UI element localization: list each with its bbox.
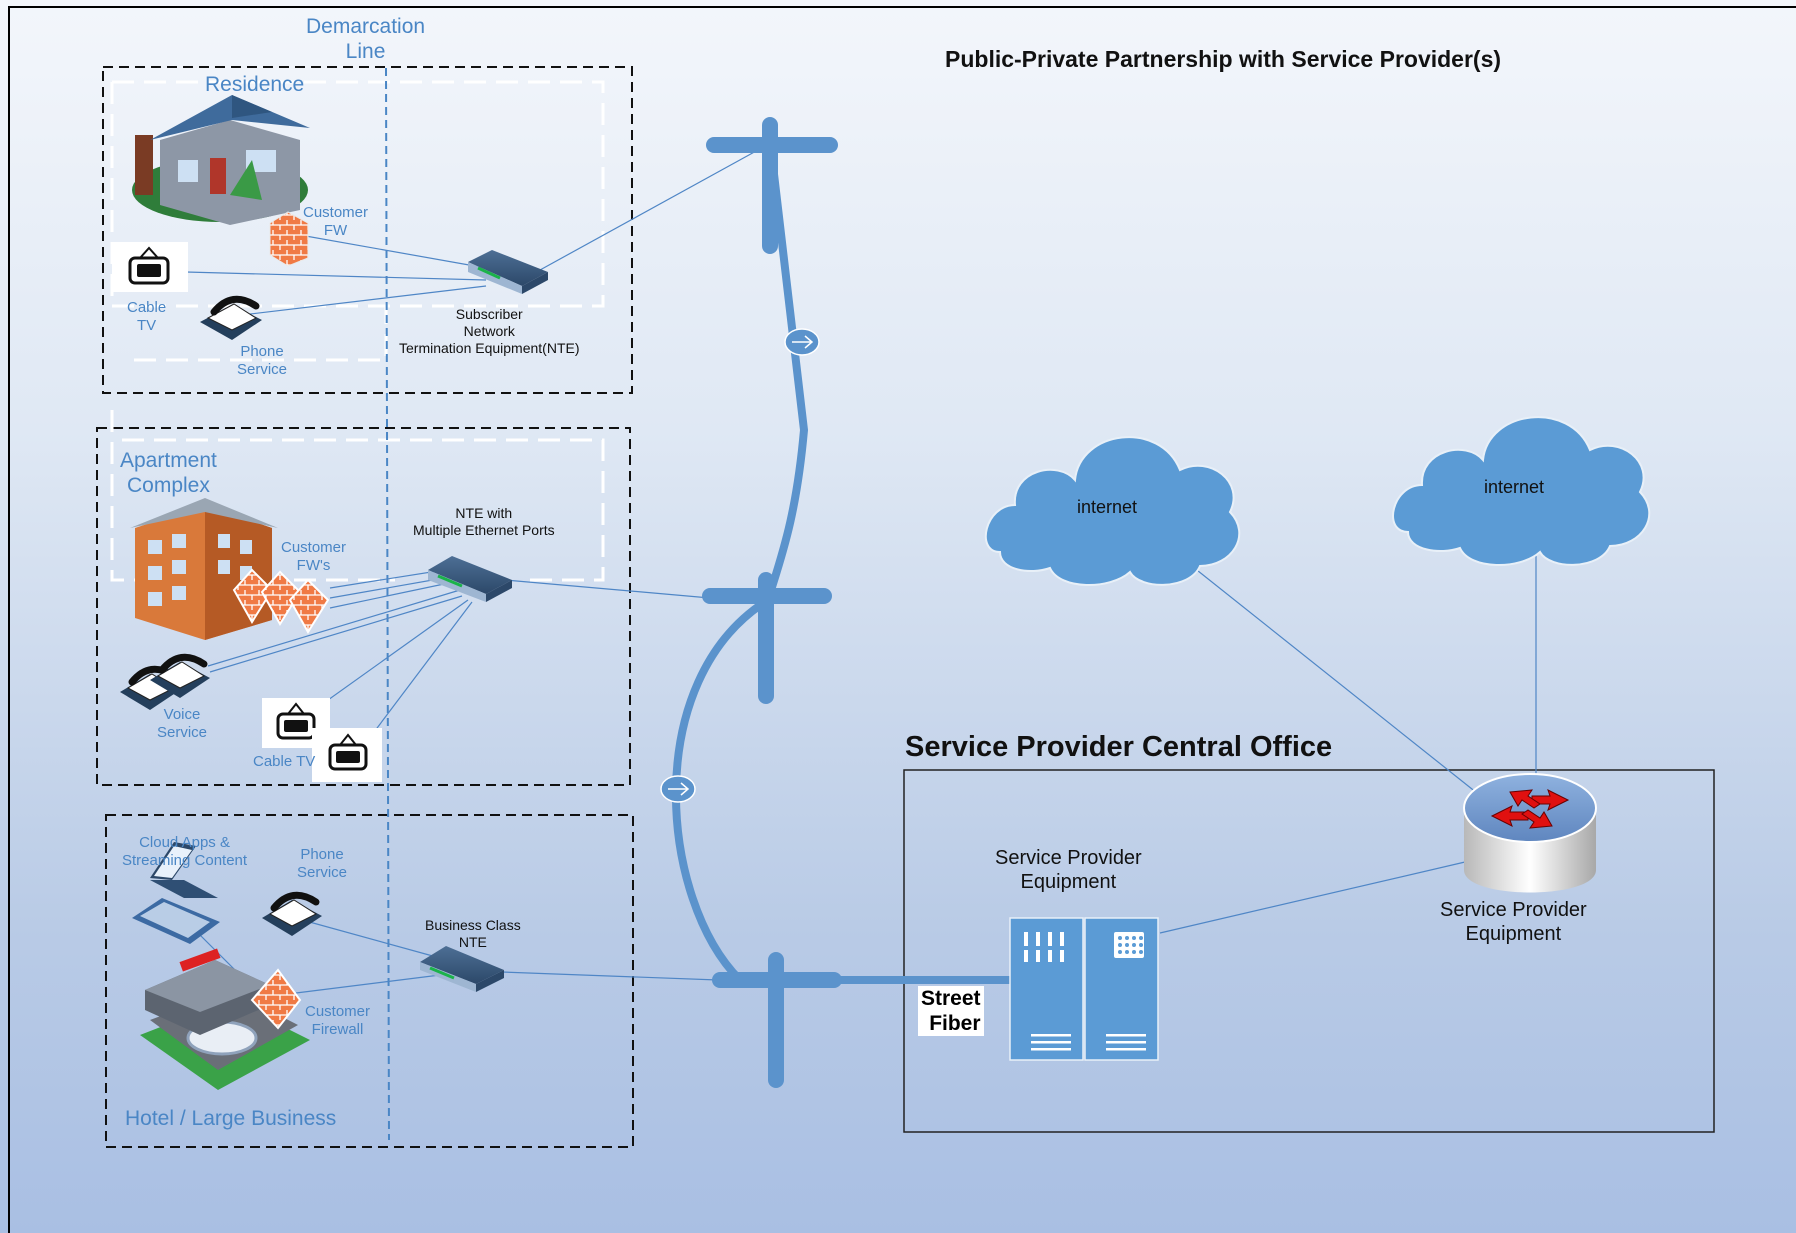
hotel-phone-label: Phone Service [297,846,348,881]
phone-icon [200,295,262,340]
apartment-customer-fws-label: Customer FW's [281,539,347,574]
residence-title: Residence [205,73,305,96]
street-fiber-label: Street Fiber [918,986,984,1037]
outer-frame [8,6,1796,1233]
apartment-nte-label: NTE with Multiple Ethernet Ports [413,505,555,538]
internet-label: internet [1077,497,1138,517]
connection-lines [185,149,1537,994]
hotel-customer-firewall-label: Customer Firewall [305,1003,371,1038]
residence-cable-tv-label: Cable TV [127,299,167,334]
router-icon [1463,773,1597,893]
apartment-box [96,410,631,786]
phone-icon [120,653,210,710]
apartment-title: Apartment Complex [120,449,217,498]
sp-equipment-right-label: Service Provider Equipment [1440,899,1587,945]
server-rack-icon [1009,917,1159,1061]
central-office-title: Service Provider Central Office [905,731,1333,763]
internet-cloud-icon [984,436,1241,587]
apartment-voice-label: Voice Service [157,706,208,741]
firewall-icon [269,211,309,267]
demarcation-line-label: Demarcation Line [306,15,426,64]
central-office-box [903,769,1715,1133]
sp-equipment-left-label: Service Provider Equipment [995,847,1142,893]
firewall-icon [250,968,302,1030]
nte-modem-icon [428,556,512,602]
hotel-title: Hotel / Large Business [125,1107,337,1130]
hotel-cloud-apps-label: Cloud Apps & Streaming Content [122,834,248,869]
tv-icon [262,698,330,748]
page-title: Public-Private Partnership with Service … [945,46,1502,72]
splice-icon [784,328,820,356]
nte-modem-icon [468,250,548,294]
internet-label: internet [1484,477,1545,497]
phone-icon [262,891,322,936]
hotel-nte-label: Business Class NTE [425,917,521,950]
laptop-icon [132,842,220,944]
internet-cloud-icon [1392,416,1651,567]
tv-icon [112,242,188,292]
residence-nte-label: Subscriber Network Termination Equipment… [399,306,580,356]
residence-customer-fw-label: Customer FW [303,204,369,239]
nte-modem-icon [420,946,504,992]
house-icon [132,95,310,225]
demarcation-line [385,67,390,1141]
apartment-cable-tv-label: Cable TV [253,753,316,770]
hotel-box [105,814,634,1148]
splice-icon [660,775,696,803]
utility-poles [702,117,842,1088]
residence-phone-label: Phone Service [237,343,288,378]
firewall-icon [232,568,330,634]
tv-icon [312,728,382,782]
